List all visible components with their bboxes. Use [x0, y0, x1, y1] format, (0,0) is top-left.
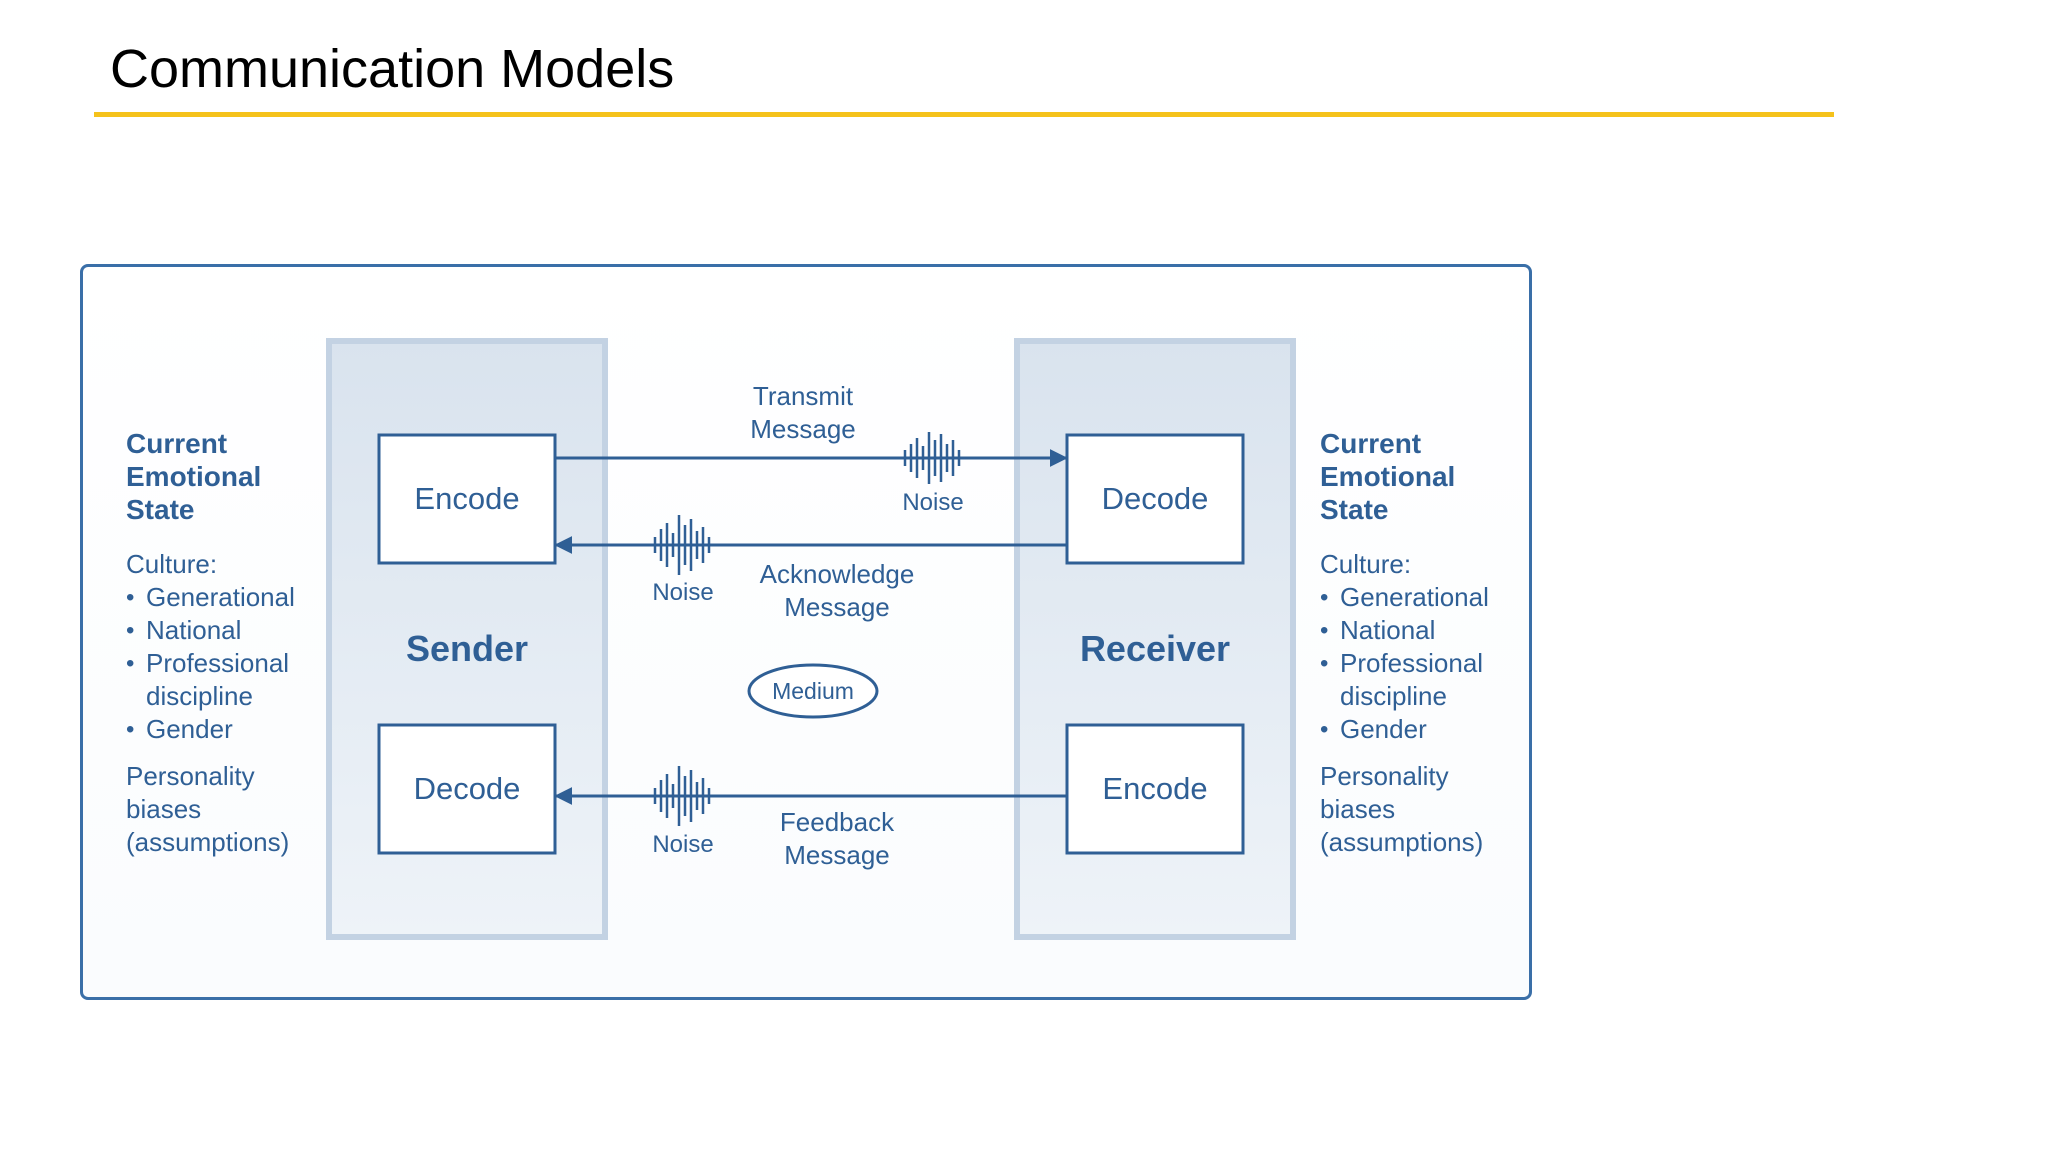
left-culture-item: National [146, 615, 241, 645]
feedback-label-line1: Feedback [780, 807, 895, 837]
medium-ellipse [747, 663, 879, 719]
left-culture-item: Generational [146, 582, 295, 612]
waveform-icon [903, 432, 961, 484]
right-bullet: • [1320, 716, 1328, 743]
acknowledge-label-line2: Message [784, 592, 890, 622]
left-culture-item: discipline [146, 681, 253, 711]
right-heading-line2: Emotional [1320, 461, 1455, 492]
left-heading-line1: Current [126, 428, 227, 459]
right-personality-line2: biases [1320, 794, 1395, 824]
left-heading-line3: State [126, 494, 194, 525]
right-emotional-state: Current Emotional State Culture: • Gener… [1320, 428, 1489, 857]
receiver-decode-label: Decode [1102, 481, 1209, 516]
slide-title: Communication Models [110, 39, 675, 99]
sender-encode-label: Encode [414, 481, 519, 516]
feedback-label-line2: Message [784, 840, 890, 870]
sender-decode-label: Decode [414, 771, 521, 806]
left-bullet: • [126, 650, 134, 677]
left-bullet: • [126, 584, 134, 611]
receiver-encode-label: Encode [1102, 771, 1207, 806]
left-personality-line1: Personality [126, 761, 255, 791]
medium-label: Medium [772, 678, 854, 704]
right-bullet: • [1320, 617, 1328, 644]
right-culture-item: Gender [1340, 714, 1427, 744]
right-personality-line1: Personality [1320, 761, 1449, 791]
noise-label-feedback: Noise [652, 831, 713, 858]
right-culture-label: Culture: [1320, 549, 1411, 579]
receiver-decode-box [1065, 433, 1245, 565]
left-bullet: • [126, 617, 134, 644]
right-culture-item: Professional [1340, 648, 1483, 678]
sender-encode-box [377, 433, 557, 565]
transmit-label-line2: Message [750, 414, 856, 444]
left-personality-line2: biases [126, 794, 201, 824]
noise-label-acknowledge: Noise [652, 579, 713, 606]
left-personality-line3: (assumptions) [126, 827, 289, 857]
left-heading-line2: Emotional [126, 461, 261, 492]
title-underline [94, 112, 1834, 117]
waveform-icon [653, 515, 711, 575]
left-emotional-state: Current Emotional State Culture: • Gener… [126, 428, 295, 857]
right-culture-item: Generational [1340, 582, 1489, 612]
receiver-label: Receiver [1080, 628, 1230, 669]
noise-label-transmit: Noise [902, 489, 963, 516]
communication-model-diagram: Encode Decode Decode Encode Sender Recei… [80, 264, 1532, 1000]
left-culture-label: Culture: [126, 549, 217, 579]
left-culture-item: Professional [146, 648, 289, 678]
right-heading-line3: State [1320, 494, 1388, 525]
left-culture-item: Gender [146, 714, 233, 744]
left-bullet: • [126, 716, 134, 743]
acknowledge-label-line1: Acknowledge [760, 559, 915, 589]
waveform-icon [653, 766, 711, 826]
right-personality-line3: (assumptions) [1320, 827, 1483, 857]
receiver-encode-box [1065, 723, 1245, 855]
right-culture-item: discipline [1340, 681, 1447, 711]
right-heading-line1: Current [1320, 428, 1421, 459]
sender-label: Sender [406, 628, 528, 669]
diagram-canvas: Encode Decode Decode Encode Sender Recei… [126, 338, 1489, 940]
transmit-label-line1: Transmit [753, 381, 854, 411]
right-bullet: • [1320, 584, 1328, 611]
right-bullet: • [1320, 650, 1328, 677]
right-culture-item: National [1340, 615, 1435, 645]
